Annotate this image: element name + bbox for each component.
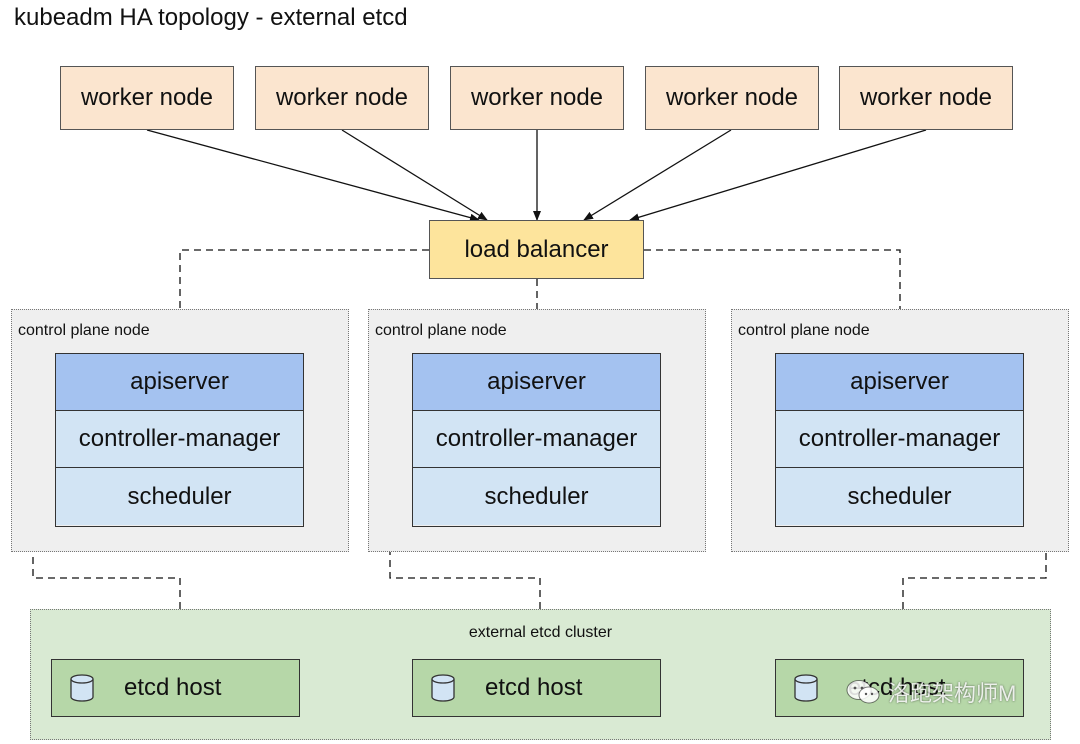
etcd-host-label: etcd host	[485, 674, 583, 701]
scheduler-box: scheduler	[776, 468, 1023, 525]
database-icon	[794, 674, 818, 702]
controller-manager-box: controller-manager	[776, 411, 1023, 468]
worker-2-to-lb-arrow	[341, 129, 488, 221]
scheduler-box: scheduler	[413, 468, 660, 525]
worker-1-to-lb-arrow	[146, 129, 480, 222]
load-balancer: load balancer	[429, 220, 644, 279]
etcd-host-1: etcd host	[51, 659, 300, 717]
control-plane-node-label: control plane node	[375, 322, 507, 339]
control-plane-stack-1: apiserver controller-manager scheduler	[55, 353, 304, 527]
worker-node-1: worker node	[60, 66, 234, 130]
worker-node-3: worker node	[450, 66, 624, 130]
scheduler-box: scheduler	[56, 468, 303, 525]
control-plane-node-label: control plane node	[18, 322, 150, 339]
controller-manager-box: controller-manager	[413, 411, 660, 468]
apiserver-box: apiserver	[56, 354, 303, 411]
control-plane-node-label: control plane node	[738, 322, 870, 339]
worker-node-5: worker node	[839, 66, 1013, 130]
worker-5-to-lb-arrow	[629, 129, 927, 222]
control-plane-stack-3: apiserver controller-manager scheduler	[775, 353, 1024, 527]
apiserver-box: apiserver	[413, 354, 660, 411]
etcd-host-label: etcd host	[124, 674, 222, 701]
controller-manager-box: controller-manager	[56, 411, 303, 468]
diagram-title: kubeadm HA topology - external etcd	[14, 4, 408, 31]
etcd-host-3: etcd host	[775, 659, 1024, 717]
worker-4-to-lb-arrow	[583, 129, 732, 221]
apiserver-box: apiserver	[776, 354, 1023, 411]
apiserver-2-etcd-link	[389, 379, 544, 616]
worker-node-2: worker node	[255, 66, 429, 130]
wechat-icon	[846, 680, 880, 704]
database-icon	[70, 674, 94, 702]
control-plane-stack-2: apiserver controller-manager scheduler	[412, 353, 661, 527]
database-icon	[431, 674, 455, 702]
watermark: 洛跑架构师M	[846, 676, 1016, 708]
worker-node-4: worker node	[645, 66, 819, 130]
etcd-cluster-label: external etcd cluster	[468, 624, 613, 641]
etcd-host-2: etcd host	[412, 659, 661, 717]
watermark-text: 洛跑架构师M	[888, 681, 1017, 706]
